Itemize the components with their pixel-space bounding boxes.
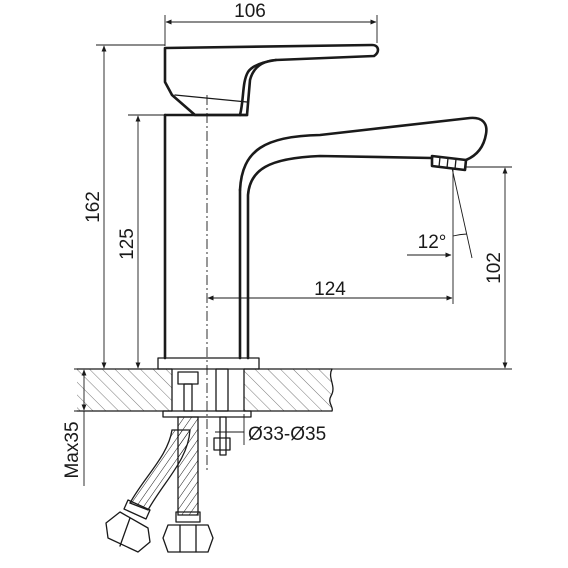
dimension-label-max35: Max35 <box>62 421 83 478</box>
dimension-label-124: 124 <box>314 279 346 300</box>
dimension-height-body: 125 <box>117 114 165 369</box>
dimension-height-total: 162 <box>83 44 165 370</box>
lever-handle <box>163 43 380 117</box>
dimension-label-102: 102 <box>484 252 505 284</box>
dimension-spout-height: 102 <box>332 166 512 370</box>
countertop-section <box>76 366 334 414</box>
dimension-label-125: 125 <box>117 228 138 260</box>
dimension-max-thickness: Max35 <box>62 368 98 486</box>
dimension-width-top: 106 <box>164 1 378 46</box>
dimension-label-12deg: 12° <box>418 232 447 253</box>
dimension-label-106: 106 <box>234 1 266 22</box>
faucet-body <box>157 113 488 370</box>
dimension-spout-angle: 12° <box>407 167 473 259</box>
dimension-hole-diameter: Ø33-Ø35 <box>215 414 326 445</box>
dimension-label-162: 162 <box>83 191 104 223</box>
dimension-label-hole: Ø33-Ø35 <box>248 424 326 445</box>
dimension-spout-reach: 124 <box>207 168 454 304</box>
mounting-hardware <box>105 368 252 553</box>
